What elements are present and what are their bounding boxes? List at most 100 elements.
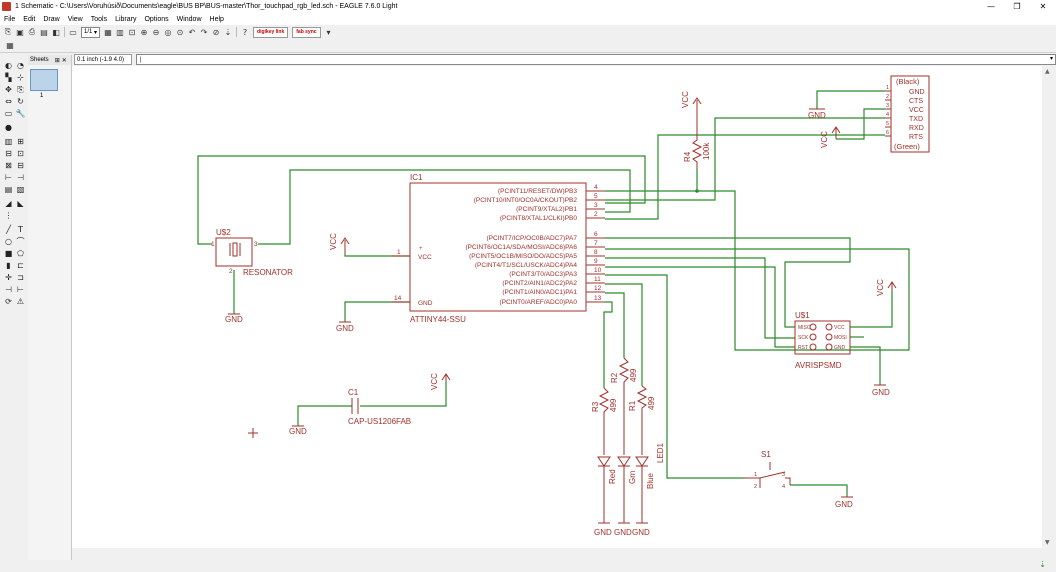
stop-icon[interactable]: ⊘ xyxy=(212,27,220,37)
grid-icon[interactable]: ▦ xyxy=(6,41,14,50)
vertical-scrollbar[interactable]: ▲ ▼ xyxy=(1042,66,1056,548)
c1-symbol[interactable] xyxy=(351,398,359,414)
scroll-up-icon[interactable]: ▲ xyxy=(1045,68,1050,75)
split-icon[interactable]: ⊣ xyxy=(17,173,24,182)
undo-icon[interactable]: ↶ xyxy=(188,27,196,37)
led-green-symbol[interactable] xyxy=(617,456,631,467)
copy-icon[interactable]: ⎘ xyxy=(17,84,24,94)
ftdi-header-body[interactable] xyxy=(890,75,930,153)
net-icon[interactable]: ⊏ xyxy=(17,261,24,270)
optimize-icon[interactable]: ◣ xyxy=(17,199,24,208)
value-icon[interactable]: ⊠ xyxy=(5,161,12,170)
menu-view[interactable]: View xyxy=(67,15,83,23)
menu-window[interactable]: Window xyxy=(176,15,202,23)
close-icon[interactable]: ✕ xyxy=(61,57,67,64)
menu-library[interactable]: Library xyxy=(115,15,137,23)
fab-button[interactable]: fab sync xyxy=(292,26,321,38)
board-icon[interactable]: ◧ xyxy=(52,27,60,37)
zoom-out-icon[interactable]: ⊖ xyxy=(152,27,160,37)
save-icon[interactable]: ▣ xyxy=(16,27,24,37)
ic1-pin-label: (PCINT7/ICP/OC0B/ADC7)PA7 xyxy=(486,235,577,242)
ulp-icon[interactable]: ▥ xyxy=(116,27,124,37)
name-icon[interactable]: ⊡ xyxy=(17,149,24,158)
horizontal-scrollbar[interactable] xyxy=(72,548,1042,560)
pinswap-icon[interactable]: ◢ xyxy=(5,199,12,208)
open-icon[interactable]: ⎘ xyxy=(4,27,12,36)
digikey-button[interactable]: digikey link xyxy=(253,26,289,38)
warning-icon[interactable]: ⚠ xyxy=(16,297,25,306)
paste-icon[interactable]: ● xyxy=(5,123,12,132)
mirror-icon[interactable]: ⇔ xyxy=(5,97,12,106)
zoom-fit-icon[interactable]: ⊡ xyxy=(128,27,136,37)
add-icon[interactable]: ⊞ xyxy=(17,137,24,146)
zoom-select-icon[interactable]: ⊙ xyxy=(176,27,184,37)
rotate-icon[interactable]: ↻ xyxy=(17,97,24,106)
scroll-down-icon[interactable]: ▼ xyxy=(1045,539,1050,546)
menu-edit[interactable]: Edit xyxy=(23,15,36,23)
gnd-label: GND xyxy=(594,528,612,537)
close-button[interactable]: ✕ xyxy=(1039,2,1047,11)
dimension-icon[interactable]: ⊢ xyxy=(17,285,24,294)
sheet-thumbnail[interactable] xyxy=(30,69,58,91)
restore-button[interactable]: ❐ xyxy=(1013,2,1021,11)
zoom-redraw-icon[interactable]: ◎ xyxy=(164,27,172,37)
junction-icon[interactable]: ✛ xyxy=(5,273,12,282)
print-icon[interactable]: ⎙ xyxy=(28,27,36,36)
invoke-icon[interactable]: ▤ xyxy=(4,185,13,194)
arc-icon[interactable]: ⌒ xyxy=(16,237,25,246)
miter-icon[interactable]: ⊢ xyxy=(5,173,12,182)
schematic-drawing[interactable]: IC1 ATTINY44-SSU (PCINT11/RESET/DW)PB3 (… xyxy=(72,66,1042,548)
smash-icon[interactable]: ⊟ xyxy=(17,161,24,170)
change-icon[interactable]: 🔧 xyxy=(15,109,26,118)
attribute-icon[interactable]: ⊣ xyxy=(5,285,12,294)
redo-icon[interactable]: ↷ xyxy=(200,27,208,37)
r1-zigzag[interactable] xyxy=(636,385,648,455)
r3-zigzag[interactable] xyxy=(598,387,610,455)
mark-icon[interactable]: ⊹ xyxy=(17,73,24,82)
gateswap-icon[interactable]: ▧ xyxy=(16,185,25,194)
r4-zigzag[interactable] xyxy=(691,136,703,168)
move-icon[interactable]: ✥ xyxy=(5,85,12,94)
chevron-down-icon[interactable]: ▾ xyxy=(1049,56,1053,62)
display-icon[interactable]: ▚ xyxy=(5,73,12,82)
go-icon[interactable]: ⇣ xyxy=(224,27,232,37)
isp-value: AVRISPSMD xyxy=(795,361,842,370)
help-icon[interactable]: ? xyxy=(242,27,248,37)
wire-icon[interactable]: ╱ xyxy=(6,225,11,234)
show-icon[interactable]: ◔ xyxy=(17,61,24,70)
r2-zigzag[interactable] xyxy=(618,357,630,455)
chevron-down-icon[interactable]: ▾ xyxy=(326,27,331,37)
schematic-canvas[interactable]: IC1 ATTINY44-SSU (PCINT11/RESET/DW)PB3 (… xyxy=(72,66,1042,548)
led-red-symbol[interactable] xyxy=(597,456,611,467)
slice-icon[interactable]: ⋮ xyxy=(4,211,13,220)
sheet-select[interactable]: 1/1 ▾ xyxy=(81,26,101,38)
go-icon[interactable]: ⇣ xyxy=(1039,560,1046,569)
zoom-in-icon[interactable]: ⊕ xyxy=(140,27,148,37)
menu-tools[interactable]: Tools xyxy=(90,15,108,23)
bus-icon[interactable]: ▮ xyxy=(6,261,11,270)
erc-icon[interactable]: ⟳ xyxy=(5,297,12,306)
menu-file[interactable]: File xyxy=(4,15,16,23)
command-input[interactable]: |▾ xyxy=(136,54,1056,65)
minimize-button[interactable]: — xyxy=(987,2,995,11)
polygon-icon[interactable]: ⬠ xyxy=(17,249,24,258)
led-blue-symbol[interactable] xyxy=(635,456,649,467)
group-icon[interactable]: ▭ xyxy=(4,109,13,118)
isp-pin xyxy=(825,323,833,331)
label-icon[interactable]: ⊐ xyxy=(17,273,24,282)
text-icon[interactable]: T xyxy=(18,225,23,234)
menu-draw[interactable]: Draw xyxy=(43,15,60,23)
s1-symbol[interactable] xyxy=(745,462,791,488)
menu-options[interactable]: Options xyxy=(144,15,169,23)
delete-icon[interactable]: ▥ xyxy=(4,137,13,146)
cam-icon[interactable]: ▤ xyxy=(40,27,48,37)
menu-help[interactable]: Help xyxy=(209,15,224,23)
resonator-body[interactable] xyxy=(215,237,253,267)
pin-icon[interactable]: ⊞ xyxy=(54,57,60,64)
replace-icon[interactable]: ⊟ xyxy=(5,149,12,158)
rect-icon[interactable]: ■ xyxy=(4,249,13,258)
isp-header-body[interactable] xyxy=(794,320,851,355)
info-icon[interactable]: ◐ xyxy=(5,61,12,70)
circle-icon[interactable]: ○ xyxy=(5,237,12,246)
script-icon[interactable]: ▦ xyxy=(104,27,112,37)
